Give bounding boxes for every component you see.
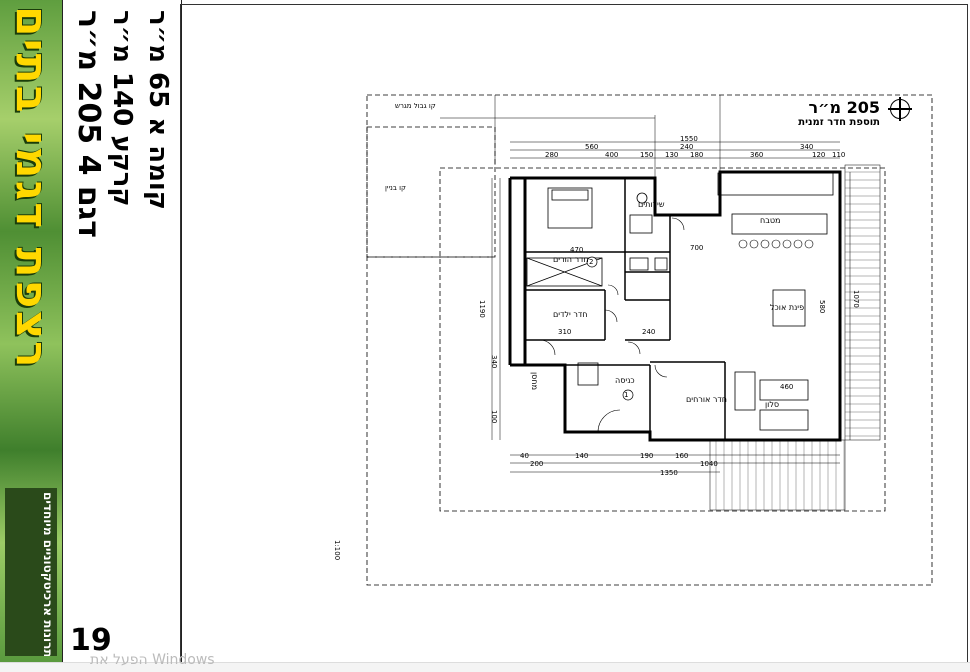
model-info-band: דגם 4 205 מ״ר קרקע 140 מ״ר קומה א 65 מ״ר (62, 0, 182, 662)
dim-d16: 160 (675, 452, 689, 460)
dimension-lines (440, 95, 851, 473)
door-swings (539, 217, 685, 433)
furniture (526, 172, 834, 431)
dim-d8: 110 (832, 151, 846, 159)
lot-line (366, 94, 933, 586)
dim-d21: 40 (520, 452, 529, 460)
dim-d7: 120 (812, 151, 826, 159)
marker-1: 1 (624, 391, 629, 399)
brand-tagline-box: פתרונות ארכיטקטוניים מיוחדים (5, 488, 57, 656)
deck-hatching (709, 164, 881, 511)
dim-d3: 150 (640, 151, 654, 159)
sink (629, 214, 653, 234)
north-arrow-icon (888, 97, 912, 121)
room-label-storage: מחסן (530, 372, 539, 391)
dim-bottom-total: 1350 (660, 469, 678, 477)
room-label-living: סלון (765, 400, 780, 409)
dim-d14: 580 (818, 300, 826, 314)
room-label-guest: חדר אורחים (686, 395, 728, 404)
bottom-strip (0, 662, 970, 672)
dim-d15: 460 (780, 383, 794, 391)
sofa-back (759, 379, 809, 401)
dim-d12: 240 (642, 328, 656, 336)
dim-d10: 200 (530, 460, 544, 468)
dim-d4: 130 (665, 151, 679, 159)
brand-title: רצפת דגמי בתים (6, 6, 56, 370)
marker-2: 2 (589, 258, 594, 266)
dim-d13: 310 (558, 328, 572, 336)
sofa-front (759, 409, 809, 431)
building-line-left (366, 126, 496, 258)
room-label-dining: פינת אוכל (770, 303, 805, 312)
interior-walls (525, 178, 726, 440)
note-lot-line: קו גבול מגרש (395, 102, 436, 110)
exterior-walls (508, 170, 842, 442)
dim-d1: 280 (545, 151, 559, 159)
lot-boundaries (366, 94, 933, 586)
room-label-child-room: חדר ילדים (553, 310, 588, 319)
toilet (636, 192, 648, 204)
plan-title: 205 מ״ר (808, 98, 880, 117)
note-scale: 1:100 (333, 540, 341, 561)
building-envelope (439, 167, 886, 512)
first-floor-area: קומה א 65 מ״ר (143, 10, 173, 210)
circle-markers (586, 256, 634, 401)
dim-d9: 140 (575, 452, 589, 460)
dim-top-b: 340 (800, 143, 814, 151)
room-label-wc: שירותים (638, 200, 665, 209)
bed (547, 187, 593, 229)
dim-d2: 400 (605, 151, 619, 159)
dim-d6: 360 (750, 151, 764, 159)
dim-d18: 340 (490, 355, 498, 369)
sidebar-banner: רצפת דגמי בתים פתרונות ארכיטקטוניים מיוח… (0, 0, 62, 662)
armchair (734, 371, 756, 411)
dim-d5: 180 (690, 151, 704, 159)
ground-floor-area: קרקע 140 מ״ר (107, 10, 137, 207)
dim-right-total: 1070 (852, 290, 860, 308)
brand-tagline: פתרונות ארכיטקטוניים מיוחדים (41, 492, 55, 656)
dim-bottom-a: 1040 (700, 460, 718, 468)
plan-subtitle: תוספת חדר זמנית (798, 117, 880, 128)
stools (738, 239, 814, 249)
page-number: 19 (70, 623, 112, 658)
dim-top-a: 560 (585, 143, 599, 151)
room-label-kitchen: מטבח (760, 216, 781, 225)
dim-left-total: 1190 (478, 300, 486, 318)
room-label-bedroom: חדר הורים (553, 255, 589, 264)
dim-d20: 700 (690, 244, 704, 252)
dim-top-c: 240 (680, 143, 694, 151)
model-name: דגם 4 205 מ״ר (71, 10, 106, 238)
dim-top-total: 1550 (680, 135, 698, 143)
wardrobe (526, 257, 603, 287)
dim-d19: 100 (490, 410, 498, 424)
note-building-line: קו בניין (385, 184, 406, 192)
kitchen-island (731, 213, 828, 235)
entrance-cabinet (577, 362, 599, 386)
dining-table (772, 289, 806, 327)
windows-activation-watermark: הפעל את Windows (90, 652, 215, 668)
dim-d17: 190 (640, 452, 654, 460)
kitchen-counter (717, 172, 834, 196)
dim-d11: 470 (570, 246, 584, 254)
room-label-entrance: כניסה (615, 376, 635, 385)
